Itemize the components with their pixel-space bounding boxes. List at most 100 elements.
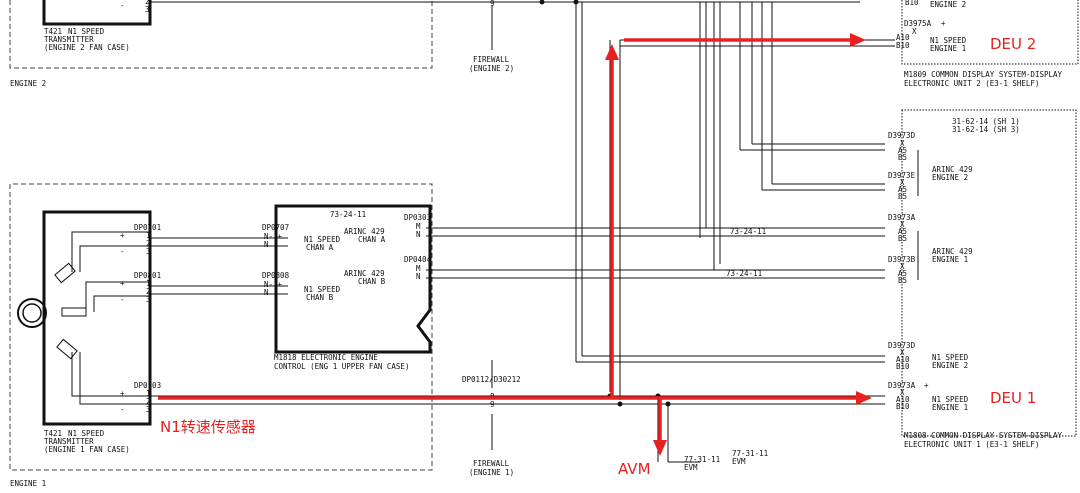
dp0801: DP0801 [134, 271, 161, 280]
ref-73a: 73-24-11 [730, 227, 766, 236]
svg-text:X: X [912, 27, 917, 36]
dp0303: DP0303 [404, 213, 431, 222]
engine2-region: - 2 3 T421 N1 SPEED TRANSMITTER (ENGINE … [9, 0, 860, 88]
arinc-b-line2: CHAN B [358, 277, 386, 286]
svg-text:9: 9 [490, 400, 495, 409]
svg-text:N -: N - [264, 288, 278, 297]
svg-text:N: N [416, 272, 421, 281]
evm-b-line2: EVM [732, 457, 746, 466]
n1-sensor-annotation: N1转速传感器 [160, 418, 256, 436]
deu2-annotation: DEU 2 [990, 35, 1036, 53]
chan-a-line2: CHAN A [306, 243, 334, 252]
svg-text:3: 3 [146, 295, 151, 304]
svg-text:B5: B5 [898, 192, 907, 201]
coil-icon [54, 262, 87, 360]
eec-box [274, 204, 432, 354]
d3975a-top: D3975A [904, 19, 932, 28]
deu1-annotation: DEU 1 [990, 389, 1036, 407]
svg-text:-: - [120, 247, 125, 256]
arinc-a-line2: CHAN A [358, 235, 386, 244]
t421-top-line3: TRANSMITTER [44, 35, 94, 44]
svg-text:M: M [416, 264, 421, 273]
bus-wiring [575, 2, 885, 400]
svg-text:-: - [120, 1, 125, 10]
svg-text:N- +: N- + [264, 232, 283, 241]
t421-bot-line3: TRANSMITTER [44, 437, 94, 446]
d3973a-mid: D3973A [888, 213, 916, 222]
arrow-up-icon [605, 44, 619, 60]
svg-text:N -: N - [264, 240, 278, 249]
arinc-eng2-line2: ENGINE 2 [932, 173, 968, 182]
svg-text:2: 2 [145, 0, 150, 6]
t421-bot-line1: T421 [44, 429, 62, 438]
m1808-line2: ELECTRONIC UNIT 1 (E3-1 SHELF) [904, 440, 1039, 449]
eec-title-line1: M1818 ELECTRONIC ENGINE [274, 353, 378, 362]
eec-ref: 73-24-11 [330, 210, 366, 219]
svg-text:B10: B10 [896, 402, 910, 411]
t421-top-line1: T421 [44, 27, 62, 36]
svg-text:X: X [900, 178, 905, 187]
svg-text:1: 1 [146, 389, 151, 398]
m1809-line2: ELECTRONIC UNIT 2 (E3-1 SHELF) [904, 79, 1039, 88]
svg-text:B10: B10 [905, 0, 919, 7]
d3973d-top: D3973D [888, 131, 916, 140]
arinc-b-line1: ARINC 429 [344, 269, 385, 278]
svg-text:B5: B5 [898, 276, 907, 285]
arinc-a-line1: ARINC 429 [344, 227, 385, 236]
t421-bot-line2: N1 SPEED [68, 429, 105, 438]
d3973a-bot: D3973A [888, 381, 916, 390]
svg-text:B10: B10 [896, 41, 910, 50]
arrow-down-icon [653, 440, 667, 456]
svg-text:B5: B5 [898, 153, 907, 162]
svg-text:3: 3 [146, 247, 151, 256]
t421-top-line2: N1 SPEED [68, 27, 105, 36]
svg-text:2: 2 [146, 397, 151, 406]
n1-eng2-line2: ENGINE 2 [932, 361, 968, 370]
svg-text:+: + [120, 279, 125, 288]
svg-text:M: M [416, 222, 421, 231]
svg-text:+: + [941, 19, 946, 28]
svg-text:1: 1 [146, 279, 151, 288]
svg-text:1: 1 [146, 231, 151, 240]
firewall2-line2: (ENGINE 2) [469, 64, 514, 73]
svg-text:X: X [900, 388, 905, 397]
m1809-line1: M1809 COMMON DISPLAY SYSTEM-DISPLAY [904, 70, 1063, 79]
svg-text:3: 3 [145, 5, 150, 14]
svg-text:A5: A5 [898, 227, 907, 236]
n1-eng1-line2: ENGINE 1 [932, 403, 968, 412]
svg-text:A10: A10 [896, 355, 910, 364]
d3973d-bot: D3973D [888, 341, 916, 350]
svg-text:9: 9 [490, 0, 495, 8]
n1-eng2-line1: N1 SPEED [932, 353, 969, 362]
arinc-eng2-line1: ARINC 429 [932, 165, 973, 174]
arinc-eng1-line1: ARINC 429 [932, 247, 973, 256]
m1808-line1: M1808 COMMON DISPLAY SYSTEM-DISPLAY [904, 431, 1063, 440]
arrow-right-icon [850, 33, 866, 47]
n1-sensor-gear-icon [17, 298, 47, 328]
svg-text:N: N [416, 230, 421, 239]
deu1-unit: 31-62-14 (SH 1) 31-62-14 (SH 3) D3973D X… [888, 109, 1077, 449]
eec-title-line2: CONTROL (ENG 1 UPPER FAN CASE) [274, 362, 409, 371]
chan-a-line1: N1 SPEED [304, 235, 341, 244]
svg-text:B5: B5 [898, 234, 907, 243]
engine2-label: ENGINE 2 [10, 79, 46, 88]
evm-b-line1: 77-31-11 [732, 449, 768, 458]
svg-text:2: 2 [146, 287, 151, 296]
ref-sh-1: 31-62-14 (SH 1) [952, 117, 1020, 126]
dp0112: DP0112/D30212 [462, 375, 521, 384]
svg-text:A5: A5 [898, 185, 907, 194]
svg-text:-: - [120, 405, 125, 414]
chan-b-line1: N1 SPEED [304, 285, 341, 294]
t421-bot-line4: (ENGINE 1 FAN CASE) [44, 445, 130, 454]
firewall2-line1: FIREWALL [473, 55, 510, 64]
svg-text:X: X [900, 139, 905, 148]
svg-text:X: X [900, 220, 905, 229]
d3973e: D3973E [888, 171, 916, 180]
engine1-label: ENGINE 1 [10, 479, 46, 488]
ref-sh-2: 31-62-14 (SH 3) [952, 125, 1020, 134]
svg-text:-: - [120, 295, 125, 304]
dp0701: DP0701 [134, 223, 161, 232]
svg-text:A5: A5 [898, 146, 907, 155]
svg-text:A10: A10 [896, 395, 910, 404]
firewall1-line1: FIREWALL [473, 459, 510, 468]
